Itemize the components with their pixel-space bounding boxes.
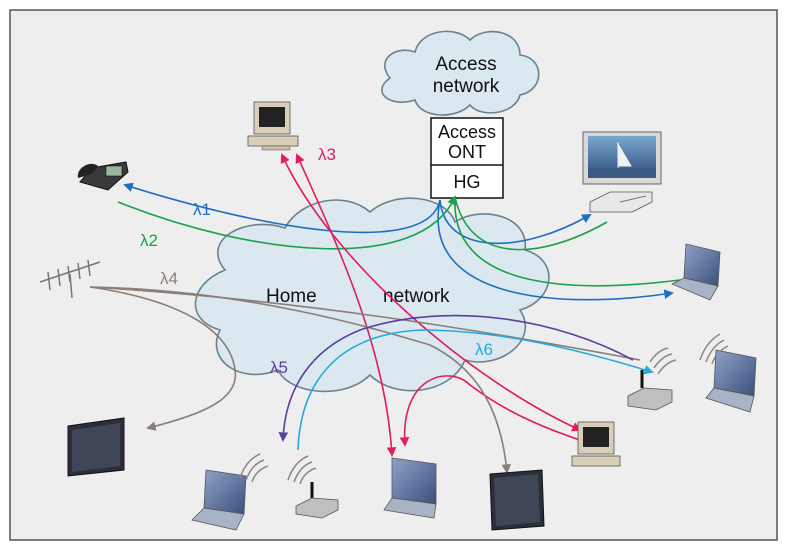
lambda4-path-ap bbox=[89, 286, 641, 361]
antenna-icon bbox=[39, 259, 101, 299]
lambda3-path-c bbox=[399, 375, 581, 447]
lambda6-label: λ6 bbox=[475, 340, 493, 359]
hg-label: HG bbox=[454, 172, 481, 192]
laptop-icon bbox=[705, 349, 757, 413]
wifi-signal-icon bbox=[239, 453, 269, 483]
wireless-access-point-icon bbox=[295, 482, 339, 519]
access-ont-label-line1: Access bbox=[438, 122, 496, 142]
lambda4-path-tv-left bbox=[89, 286, 237, 431]
laptop-icon bbox=[383, 457, 437, 519]
telephone-icon bbox=[77, 161, 129, 191]
lambda3-path-b bbox=[280, 153, 582, 432]
lambda4-label: λ4 bbox=[160, 269, 178, 288]
television-icon bbox=[582, 131, 662, 185]
desktop-pc-icon bbox=[247, 101, 299, 151]
lambda5-path bbox=[278, 314, 634, 442]
network-label: network bbox=[383, 286, 450, 307]
lambda6-path bbox=[297, 329, 654, 451]
desktop-pc-icon bbox=[571, 421, 621, 467]
wireless-access-point-icon bbox=[627, 347, 677, 411]
lambda3-label: λ3 bbox=[318, 145, 336, 164]
access-network-cloud bbox=[381, 30, 540, 116]
flat-tv-icon bbox=[489, 469, 545, 531]
lambda1-label: λ1 bbox=[193, 200, 211, 219]
laptop-icon bbox=[671, 243, 721, 301]
lambda2-label: λ2 bbox=[140, 231, 158, 250]
access-network-label-line2: network bbox=[433, 76, 500, 97]
laptop-icon bbox=[191, 469, 247, 531]
set-top-box-icon bbox=[589, 191, 653, 213]
flat-tv-icon bbox=[67, 417, 125, 477]
wifi-signal-icon bbox=[287, 455, 317, 485]
lambda5-label: λ5 bbox=[270, 358, 288, 377]
access-ont-label-line2: ONT bbox=[448, 142, 486, 162]
access-network-label-line1: Access bbox=[435, 54, 496, 75]
